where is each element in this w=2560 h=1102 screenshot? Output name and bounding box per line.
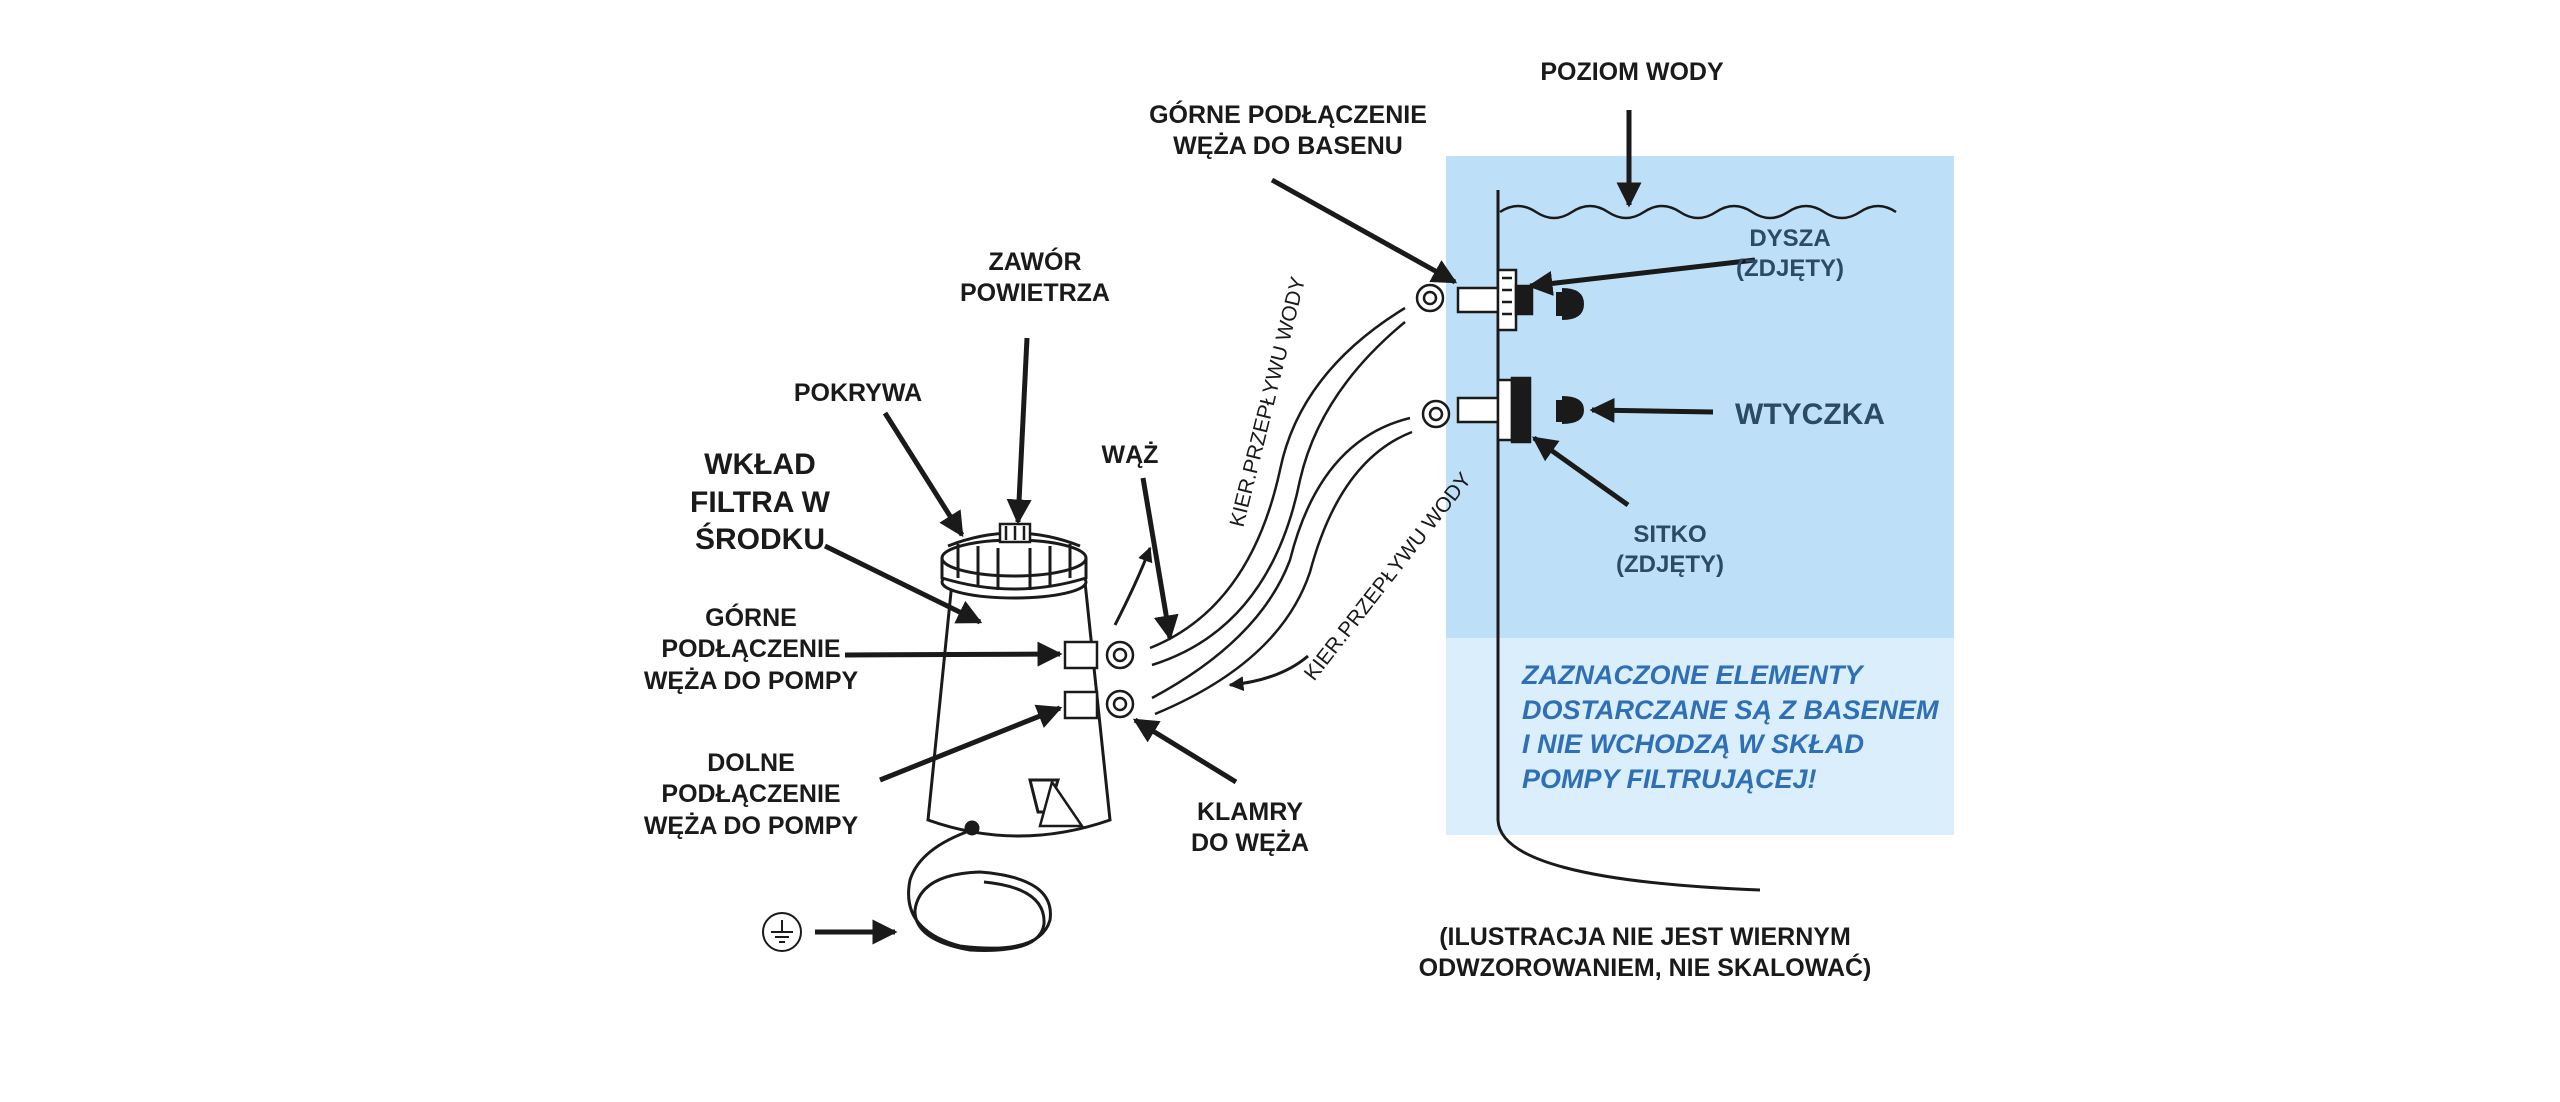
arrow-upper-pump-connection <box>844 641 1063 667</box>
pump-ports <box>1063 640 1099 720</box>
pool-wall <box>1496 190 1761 892</box>
arrow-air-valve <box>1006 337 1032 525</box>
arrow-filter <box>823 543 983 625</box>
arrow-plug <box>1589 397 1714 423</box>
pump-lid <box>940 531 1088 600</box>
label-nozzle: DYSZA (ZDJĘTY) <box>1736 225 1844 282</box>
label-hose: WĄŻ <box>1101 441 1159 469</box>
label-disclaimer: (ILUSTRACJA NIE JEST WIERNYM ODWZOROWANI… <box>1418 923 1872 983</box>
arrow-nozzle <box>1527 257 1756 296</box>
label-strainer: SITKO (ZDJĘTY) <box>1616 521 1724 578</box>
pump-hose-clamps <box>1105 640 1135 719</box>
label-lid: POKRYWA <box>793 379 923 407</box>
arrow-strainer <box>1531 435 1630 508</box>
label-lower-pump-connection: DOLNE PODŁĄCZENIE WĘŻA DO POMPY <box>643 749 859 840</box>
note-area <box>1446 638 1954 835</box>
plug-part <box>1556 396 1584 424</box>
water-surface-line <box>1499 204 1897 220</box>
label-plug: WTYCZKA <box>1735 398 1885 431</box>
arrow-upper-pool-connection <box>1270 177 1458 285</box>
power-cord <box>907 820 1052 952</box>
arrow-lid <box>882 411 965 538</box>
hoses <box>1149 306 1413 716</box>
label-air-valve: ZAWÓR POWIETRZA <box>960 248 1110 308</box>
pointer-arrows <box>815 110 1756 945</box>
air-valve-part <box>998 522 1032 544</box>
nozzle-part <box>1556 288 1584 320</box>
flow-arrows <box>1113 546 1309 692</box>
ground-symbol-icon <box>762 912 802 952</box>
label-filter-inside: WKŁAD FILTRA W ŚRODKU <box>690 448 830 556</box>
lower-wall-fitting <box>1456 376 1532 444</box>
arrow-hose <box>1140 477 1179 641</box>
note-pool-supplied-items: ZAZNACZONE ELEMENTY DOSTARCZANE SĄ Z BAS… <box>1522 660 1939 794</box>
pool-hose-clamps <box>1415 283 1451 429</box>
arrow-clamps <box>1132 717 1238 785</box>
label-hose-clamps: KLAMRY DO WĘŻA <box>1190 798 1310 858</box>
arrow-lower-pump-connection <box>879 704 1063 783</box>
label-upper-pump-connection: GÓRNE PODŁĄCZENIE WĘŻA DO POMPY <box>643 604 859 695</box>
label-water-level: POZIOM WODY <box>1540 58 1724 86</box>
label-upper-pool-connection: GÓRNE PODŁĄCZENIE WĘŻA DO BASENU <box>1149 101 1427 161</box>
